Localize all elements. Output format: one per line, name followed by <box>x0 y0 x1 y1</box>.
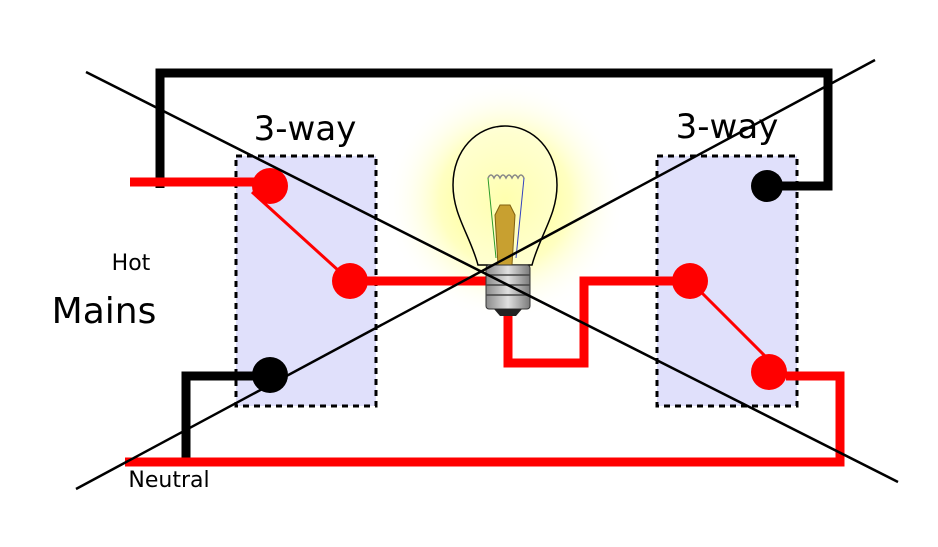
right-common-terminal <box>672 263 708 299</box>
hot-label: Hot <box>112 251 151 276</box>
top-black-wire <box>155 68 833 191</box>
bottom-red-wire <box>125 371 845 467</box>
right-top-terminal <box>751 170 783 202</box>
cross-line-1 <box>85 70 899 484</box>
light-bulb-icon <box>452 125 558 316</box>
bulb-to-right-red-wire <box>503 276 690 368</box>
left-switch-lever <box>250 190 352 283</box>
left-switch-label: 3-way <box>254 109 357 149</box>
cross-line-2 <box>75 58 876 491</box>
right-switch-lever <box>688 279 777 368</box>
right-switch-label: 3-way <box>676 107 779 147</box>
neutral-black-wire <box>181 371 270 462</box>
left-common-terminal <box>332 263 368 299</box>
left-bottom-terminal <box>252 357 288 393</box>
neutral-label: Neutral <box>128 468 209 493</box>
right-bottom-terminal <box>751 354 787 390</box>
mains-label: Mains <box>52 291 157 332</box>
left-top-terminal <box>252 168 288 204</box>
